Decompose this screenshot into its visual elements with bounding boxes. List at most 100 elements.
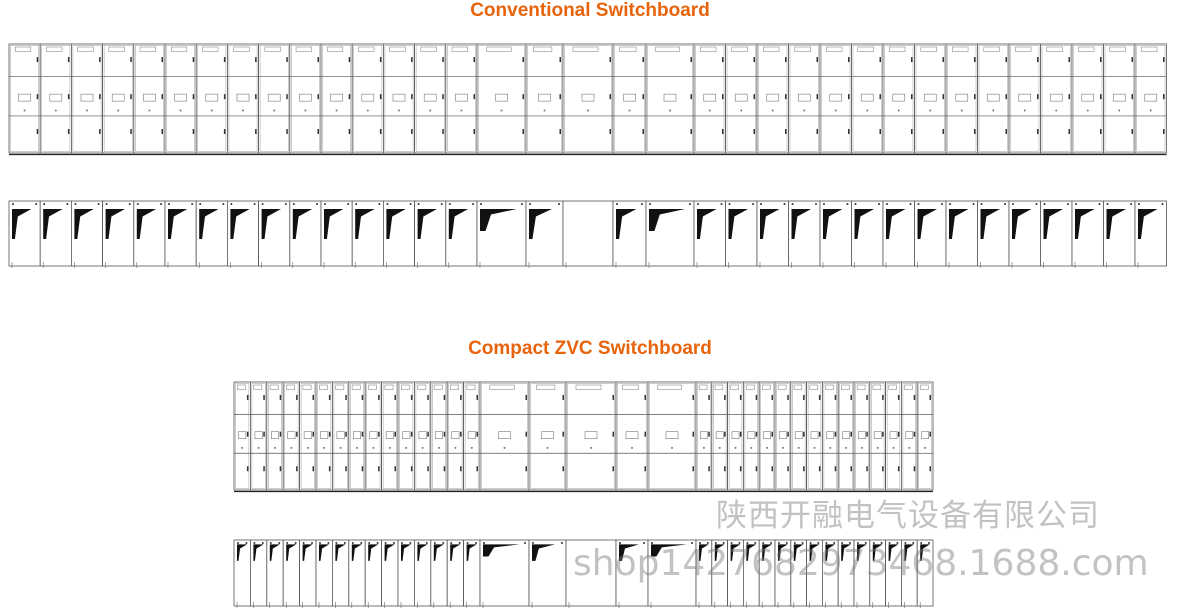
door-handle [974, 129, 976, 135]
cubicle-inner-frame [317, 383, 332, 489]
nameplate [264, 46, 281, 52]
meter-window [747, 431, 756, 439]
door-handle [803, 466, 805, 472]
door-handle [692, 394, 694, 400]
nameplate [889, 46, 906, 52]
door-handle [722, 94, 724, 100]
door-handle [559, 94, 561, 100]
cubicle-inner-frame [744, 383, 758, 489]
door-handle [161, 129, 163, 135]
mount-point [641, 203, 643, 205]
mount-point [1075, 203, 1077, 205]
meter-window [402, 431, 411, 439]
door-handle [312, 431, 314, 437]
door-handle [644, 466, 646, 472]
cubicle-inner-frame [728, 383, 743, 489]
meter-window [467, 431, 476, 439]
mount-point [386, 203, 389, 205]
mount-point [941, 203, 943, 205]
door-handle [1037, 94, 1039, 100]
busbar-shape [825, 544, 836, 561]
cubicle-front [463, 381, 481, 491]
cubicle-front [446, 381, 465, 491]
mount-point [483, 542, 485, 544]
door-handle [866, 394, 868, 400]
indicator-lamp [405, 446, 408, 449]
indicator-lamp [86, 109, 88, 112]
nameplate [983, 46, 1000, 52]
mount-point [475, 542, 477, 544]
mount-point [841, 542, 844, 544]
cubicle-frame [289, 43, 322, 154]
nameplate [286, 384, 295, 390]
door-handle [410, 394, 413, 400]
cubicle-inner-frame [839, 383, 853, 489]
door-handle [296, 431, 298, 437]
indicator-lamp [797, 446, 800, 449]
mount-point [880, 542, 883, 544]
cubicle-inner-frame [197, 45, 227, 152]
cubicle-side [299, 539, 317, 607]
door-handle [130, 94, 132, 100]
mount-point [1004, 203, 1006, 205]
company-watermark: 陕西开融电气设备有限公司 [716, 498, 1100, 534]
indicator-lamp [892, 446, 895, 449]
busbar-shape [714, 544, 725, 561]
door-handle [1163, 94, 1165, 100]
mount-point [762, 542, 765, 544]
busbar-shape [292, 209, 313, 239]
meter-window [18, 93, 31, 102]
busbar-shape [261, 209, 281, 239]
busbar-shape [448, 209, 469, 239]
indicator-lamp [813, 446, 816, 449]
cubicle-frame [914, 43, 947, 154]
door-handle [394, 431, 396, 437]
meter-window [205, 93, 219, 102]
cubicle-front [788, 43, 821, 154]
indicator-lamp [306, 446, 309, 449]
cubicle-frame [351, 43, 384, 154]
cubicle-inner-frame [103, 45, 133, 152]
indicator-lamp [241, 446, 244, 449]
cubicle-front [445, 43, 478, 154]
cubicle-inner-frame [978, 45, 1008, 152]
indicator-lamp [148, 109, 151, 112]
meter-window [303, 431, 312, 439]
door-handle [942, 94, 944, 100]
mount-point [409, 542, 412, 544]
cubicle-inner-frame [1104, 45, 1134, 152]
meter-window [665, 431, 679, 439]
mount-point [1012, 203, 1014, 205]
meter-window [435, 431, 443, 439]
busbar-shape [433, 544, 444, 561]
door-handle [476, 394, 478, 400]
door-handle [787, 466, 789, 472]
cubicle-front [382, 43, 415, 154]
cubicle-inner-frame [649, 383, 695, 489]
door-handle [722, 57, 724, 63]
mount-point [480, 203, 482, 205]
mount-point [360, 542, 363, 544]
door-handle [460, 431, 462, 437]
door-handle [755, 466, 758, 472]
meter-window [766, 93, 780, 102]
busbar-shape [854, 209, 875, 239]
nameplate [401, 384, 410, 390]
nameplate [335, 384, 345, 390]
mount-point [529, 203, 531, 205]
nameplate [657, 384, 682, 390]
cubicle-front [413, 381, 432, 491]
door-handle [562, 394, 564, 400]
door-handle [246, 466, 249, 472]
cubicle-side [446, 539, 465, 607]
cubicle-front [645, 43, 695, 154]
mount-point [261, 203, 264, 205]
cubicle-outline [282, 539, 301, 607]
cubicle-front [916, 381, 934, 491]
door-handle [522, 129, 524, 135]
indicator-lamp [590, 446, 592, 449]
door-handle [1100, 94, 1102, 100]
meter-window [1018, 93, 1032, 102]
nameplate [619, 46, 637, 52]
cubicle-frame [320, 43, 353, 154]
